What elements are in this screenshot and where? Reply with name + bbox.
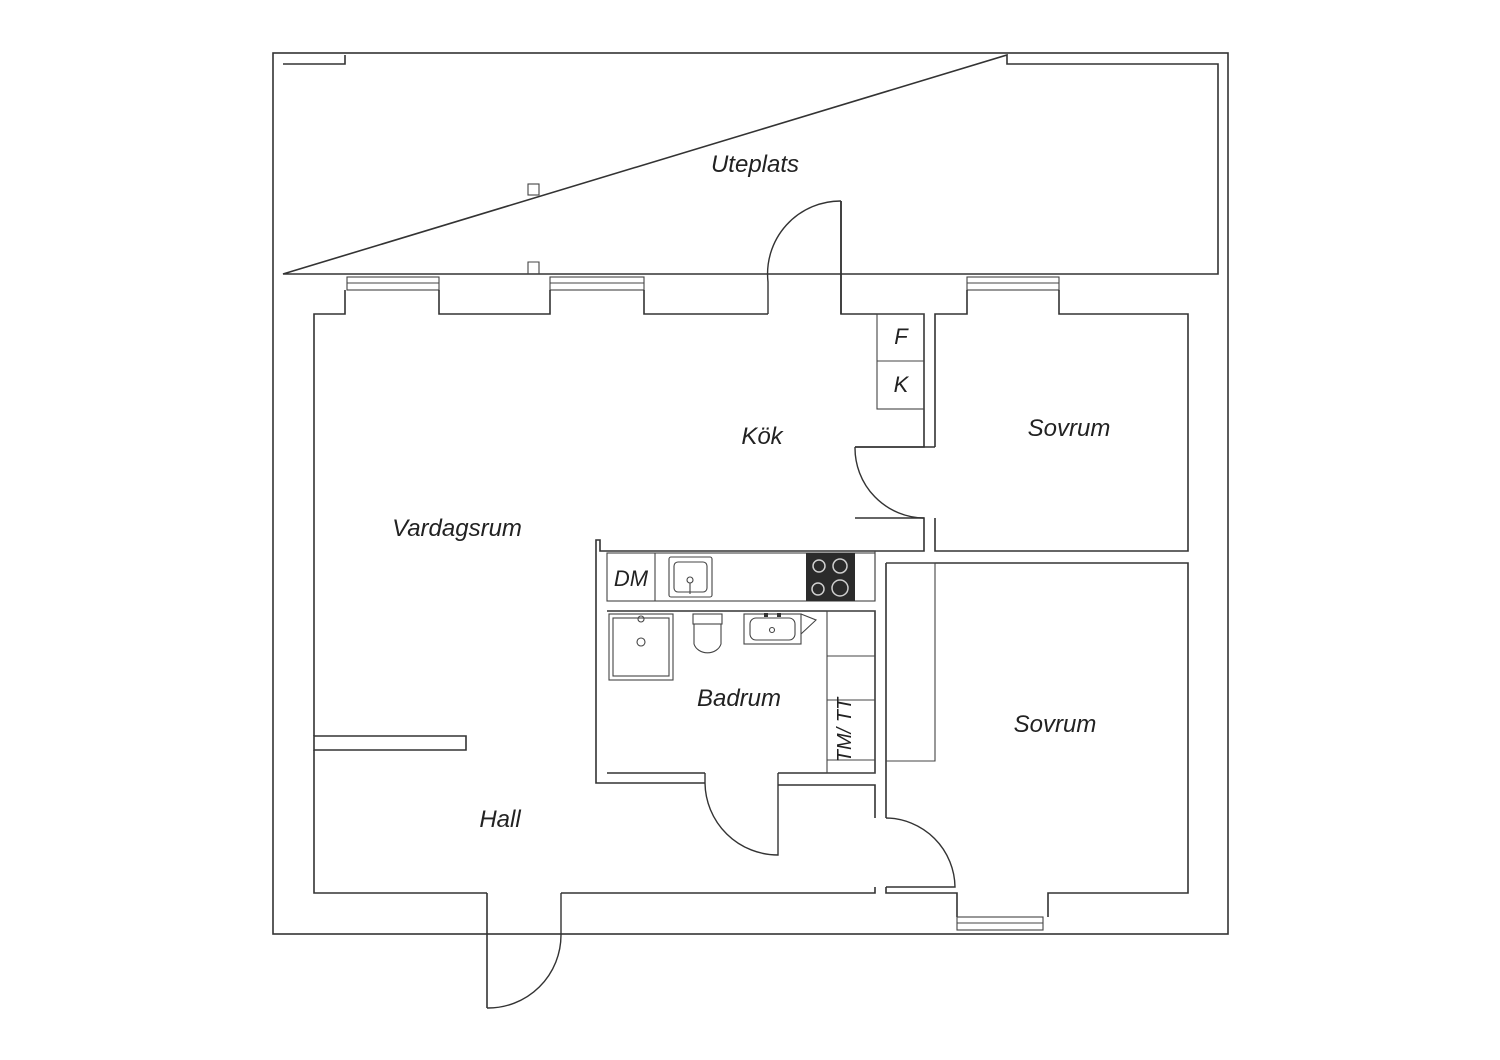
bathroom-cabinet (826, 610, 876, 774)
fridge-label: F (894, 324, 909, 349)
kitchen-right-wall-lower (595, 517, 925, 784)
partition-living-hall (313, 735, 467, 751)
living-kitchen-wall (313, 290, 768, 736)
bedroom-top-door (854, 446, 935, 519)
room-label-uteplats: Uteplats (711, 151, 799, 178)
hall-walls (313, 750, 876, 894)
outer-boundary (272, 52, 1229, 935)
room-label-sovrum-top: Sovrum (1028, 415, 1111, 442)
window-bedroom-top (966, 276, 1060, 291)
kitchen-sink-icon (668, 556, 713, 598)
patio-outline (282, 53, 1219, 275)
room-label-hall: Hall (479, 806, 521, 833)
patio-door (766, 200, 842, 314)
patio-post-stub (527, 261, 540, 274)
bedroom-bottom-walls (885, 562, 1189, 917)
room-label-badrum: Badrum (697, 685, 781, 712)
shower-icon (608, 613, 674, 681)
stove-icon (806, 553, 855, 601)
kitchen-right-wall (840, 201, 925, 448)
bathroom-door (704, 773, 779, 856)
window-living-2 (549, 276, 645, 291)
toilet-icon (692, 613, 723, 654)
patio-post (527, 183, 540, 196)
window-living-1 (346, 276, 440, 291)
front-door (486, 893, 562, 1009)
window-bedroom-bottom (956, 916, 1044, 931)
room-label-kok: Kök (741, 423, 784, 450)
room-label-vardagsrum: Vardagsrum (392, 515, 522, 542)
freezer-label: K (894, 372, 910, 397)
dishwasher-label: DM (614, 566, 649, 591)
bathroom-sink-icon (743, 613, 818, 645)
bedroom-bottom-closet (886, 562, 936, 762)
room-label-sovrum-bottom: Sovrum (1014, 711, 1097, 738)
kitchen-counter (606, 551, 876, 602)
fridge-freezer-unit (876, 313, 925, 410)
washer-dryer-label: TM/ TT (834, 696, 856, 762)
bedroom-top-walls (934, 290, 1189, 552)
bedroom-bottom-door (885, 817, 956, 888)
